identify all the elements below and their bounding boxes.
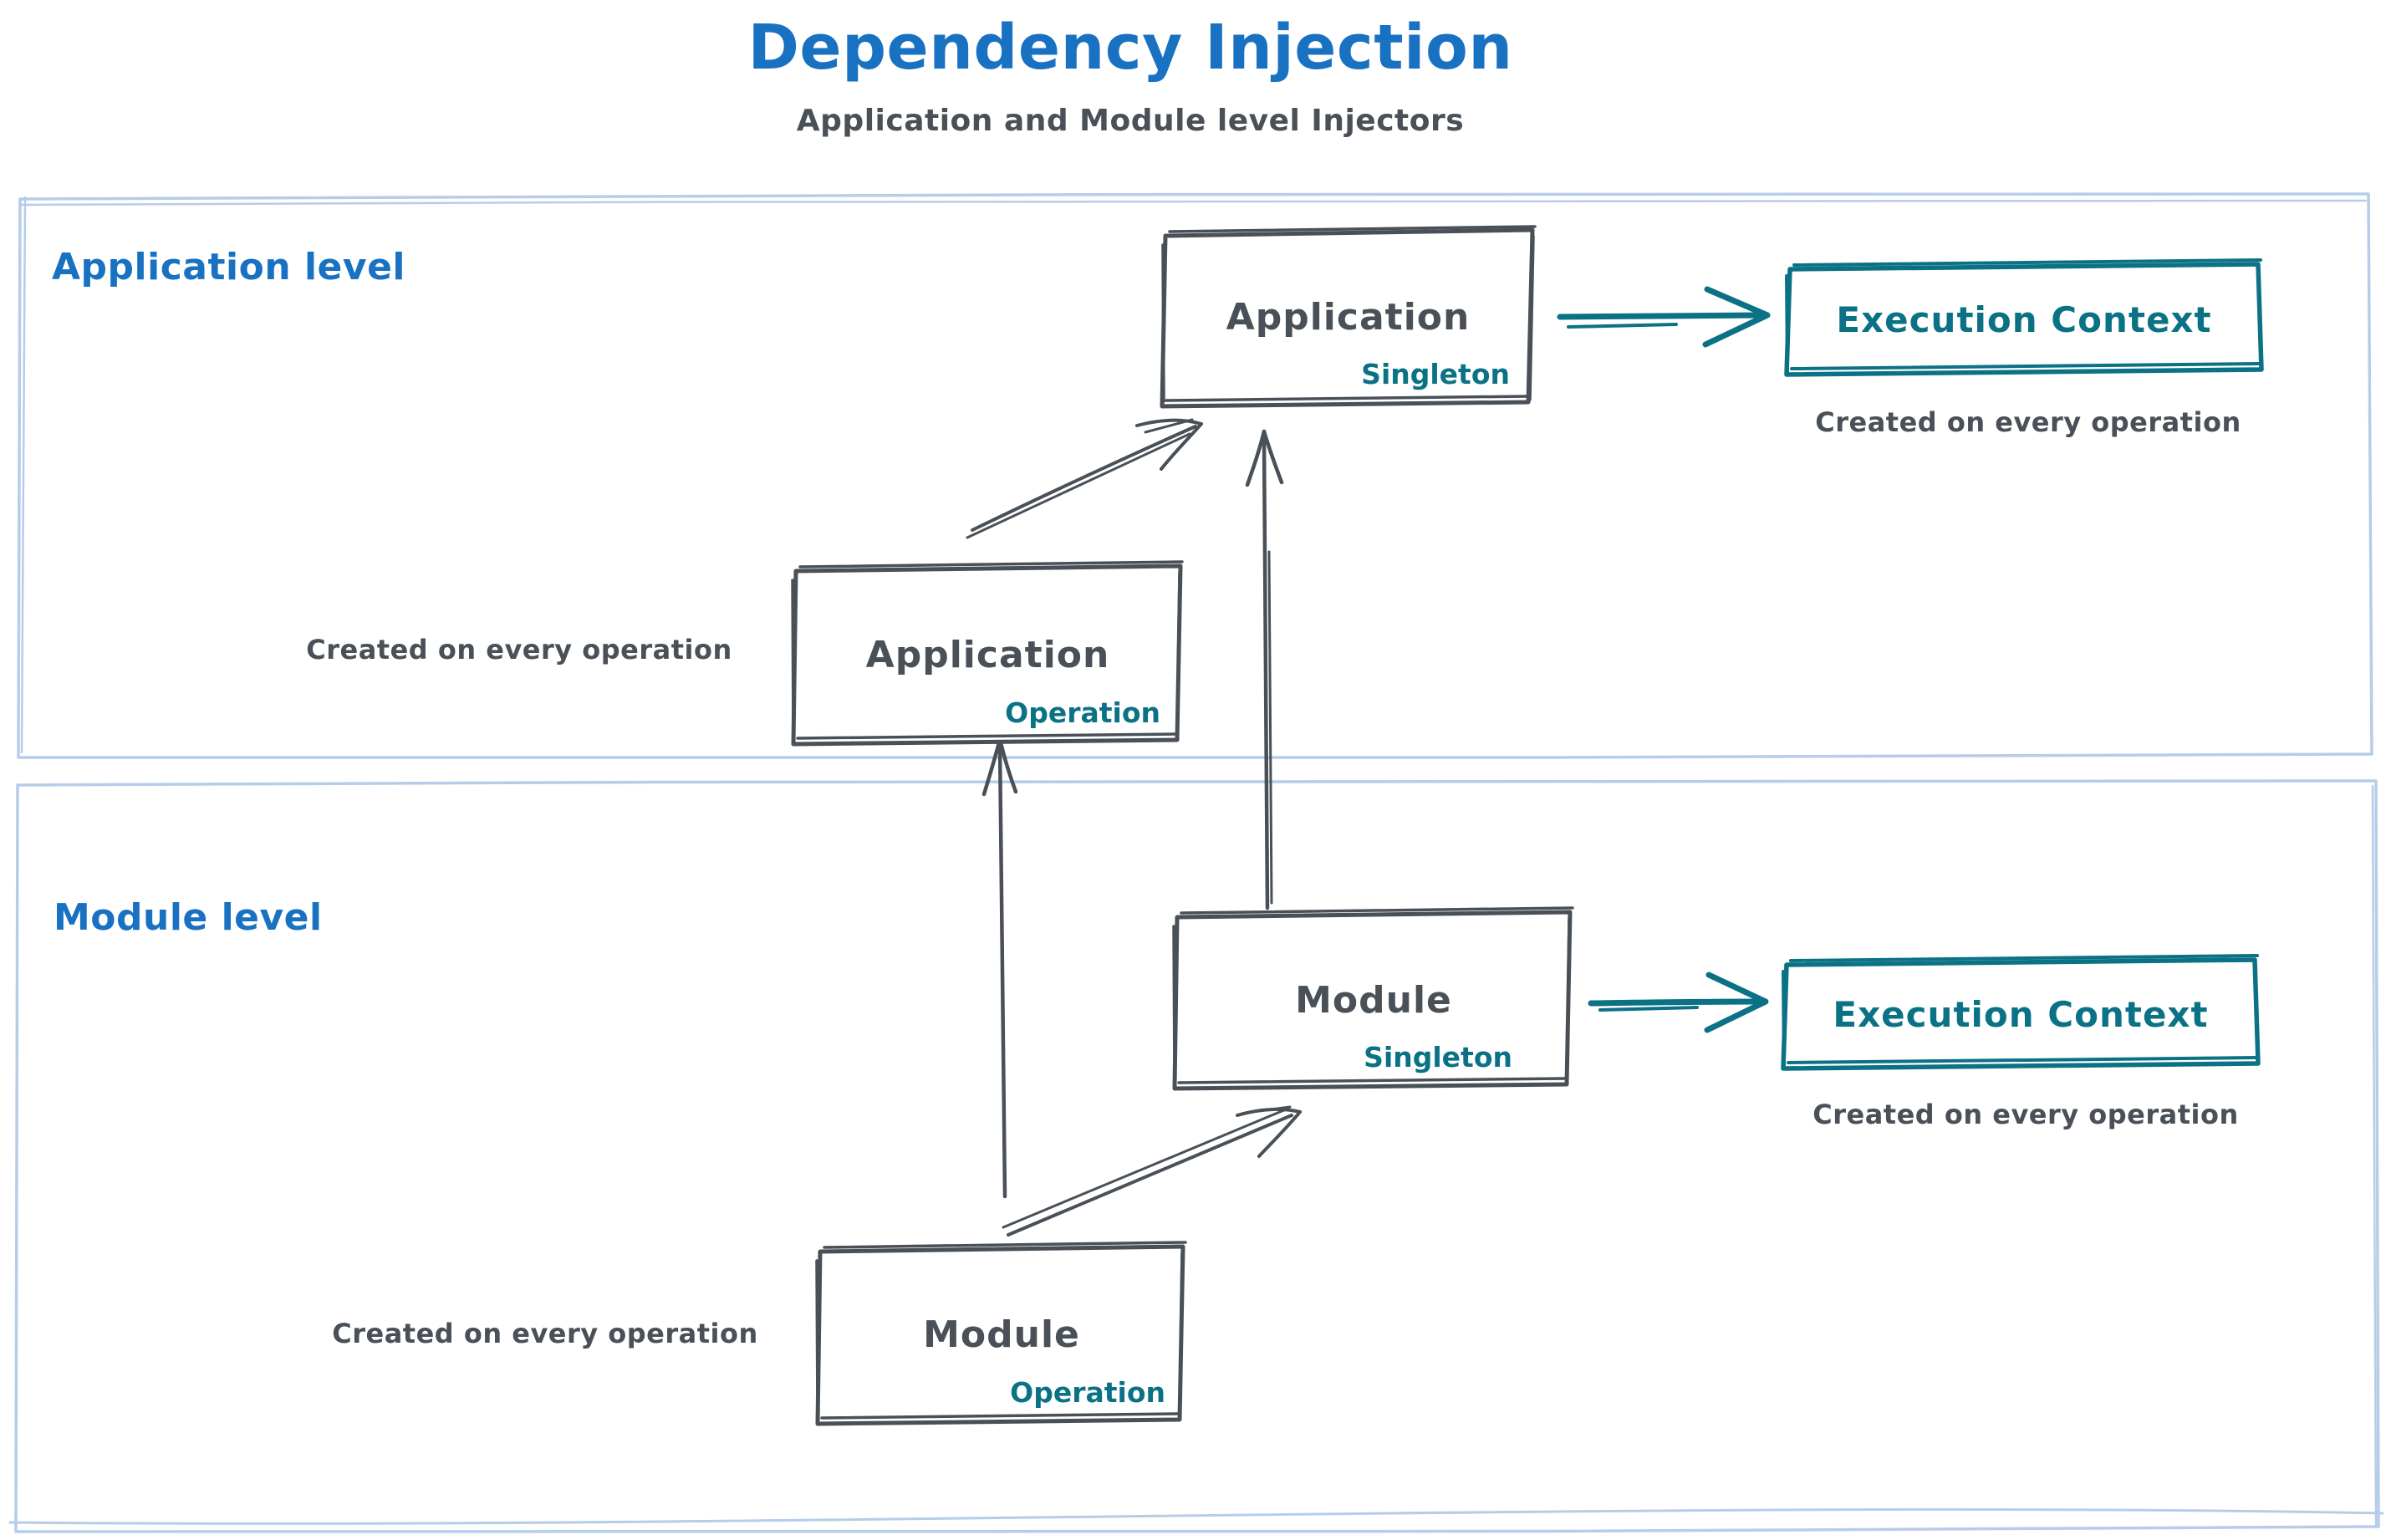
module-operation-node: Module Operation <box>818 1247 1185 1422</box>
diagram-title: Dependency Injection <box>747 12 1513 84</box>
module-level-label: Module level <box>54 896 323 939</box>
application-singleton-node: Application Singleton <box>1163 231 1533 404</box>
module-singleton-to-execution-context-arrow <box>1588 971 1769 1033</box>
application-operation-node: Application Operation <box>793 567 1182 742</box>
module-operation-to-module-singleton-arrow <box>1002 1105 1302 1237</box>
diagram-subtitle: Application and Module level Injectors <box>796 104 1465 138</box>
application-operation-scope: Operation <box>1005 696 1160 729</box>
module-operation-box <box>815 1241 1187 1426</box>
execution-context-caption-application: Created on every operation <box>1815 406 2241 438</box>
module-singleton-node: Module Singleton <box>1175 913 1573 1087</box>
module-singleton-name: Module <box>1295 978 1452 1022</box>
app-singleton-to-execution-context-arrow <box>1557 286 1771 348</box>
application-singleton-name: Application <box>1226 296 1471 339</box>
module-operation-scope: Operation <box>1010 1376 1165 1409</box>
execution-context-box-application <box>1784 258 2264 377</box>
application-level-label: Application level <box>52 246 405 288</box>
execution-context-label-application: Execution Context <box>1836 298 2212 340</box>
application-operation-name: Application <box>865 633 1110 676</box>
application-singleton-scope: Singleton <box>1361 358 1510 390</box>
execution-context-label-module: Execution Context <box>1833 993 2209 1035</box>
execution-context-box-module <box>1781 954 2261 1071</box>
application-singleton-box <box>1160 225 1537 409</box>
module-singleton-scope: Singleton <box>1364 1041 1512 1073</box>
module-operation-caption: Created on every operation <box>332 1318 758 1349</box>
app-operation-to-app-singleton-arrow <box>966 418 1203 539</box>
module-to-app-operation-arrow <box>981 737 1018 1199</box>
module-singleton-box <box>1172 906 1574 1091</box>
application-operation-box <box>791 560 1184 747</box>
application-operation-caption: Created on every operation <box>306 634 732 665</box>
execution-context-caption-module: Created on every operation <box>1812 1099 2239 1130</box>
module-singleton-to-app-singleton-arrow <box>1245 429 1284 910</box>
module-operation-name: Module <box>923 1313 1080 1356</box>
